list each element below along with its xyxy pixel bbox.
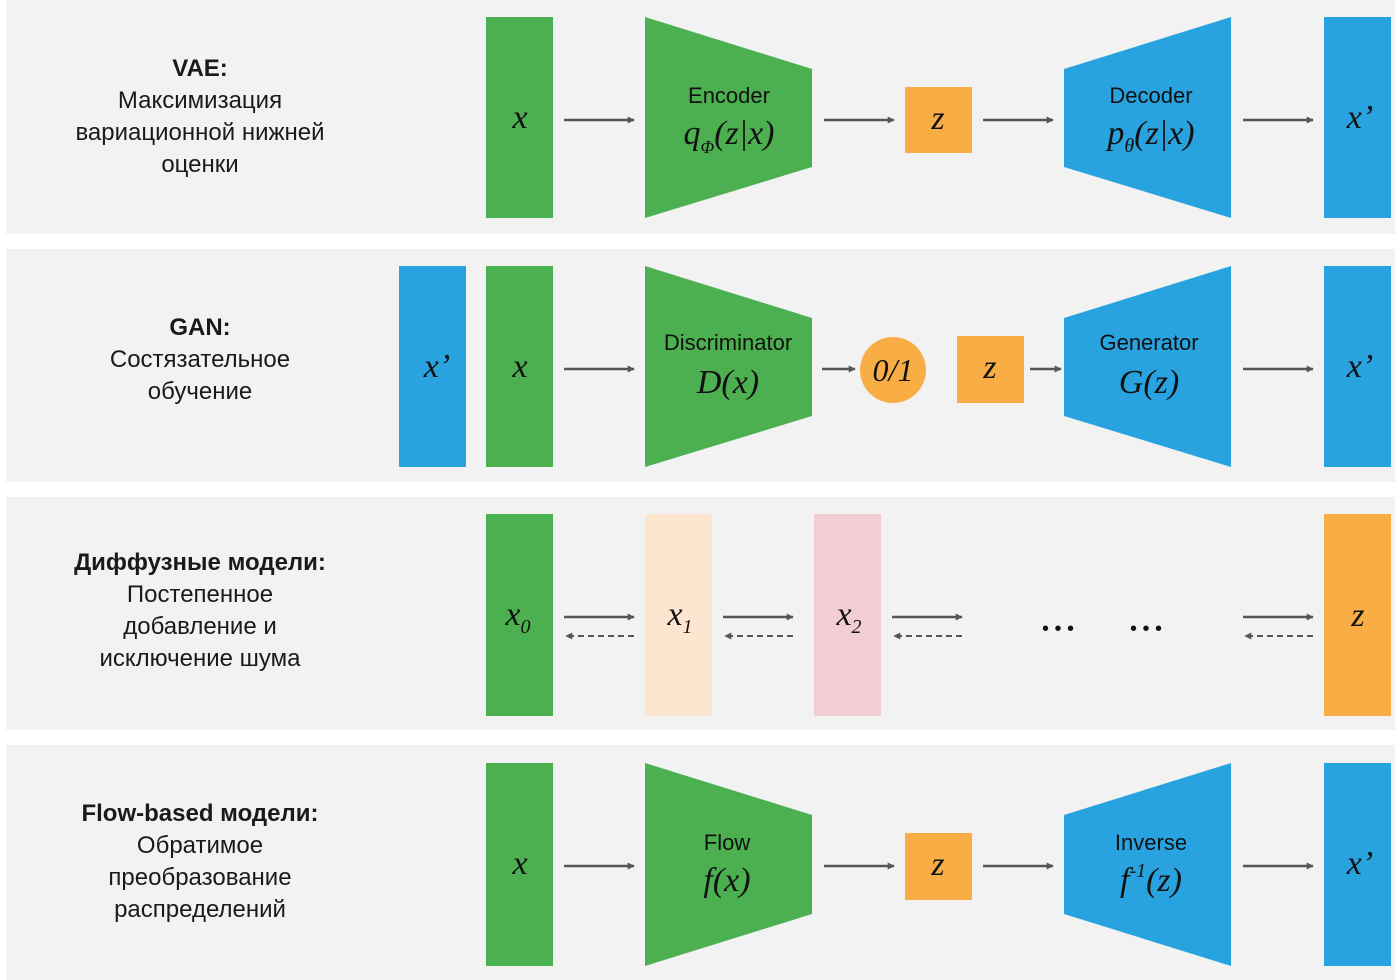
vae-input-x-label: x	[511, 99, 527, 136]
diffusion-x2-label: x2	[835, 596, 861, 638]
flow-latent-z-block	[905, 833, 972, 900]
gan-latent-z-block	[957, 336, 1024, 403]
flow-line-1: Обратимое	[136, 832, 264, 859]
vae-line-3: оценки	[161, 151, 239, 178]
vae-decoder-caption: Decoder	[1109, 83, 1192, 108]
diffusion-x0-label: x0	[504, 596, 530, 638]
vae-encoder-trapezoid	[645, 17, 812, 218]
diffusion-noise-z-block	[1324, 514, 1391, 716]
flow-inverse-caption: Inverse	[1115, 830, 1187, 855]
flow-inverse-formula: f-1(z)	[1120, 860, 1182, 899]
flow-input-x-label: x	[511, 845, 527, 882]
flow-transform-formula: f(x)	[703, 862, 750, 899]
flow-line-2: преобразование	[108, 864, 292, 891]
vae-output-x-prime-label: x’	[1346, 99, 1373, 136]
vae-description: VAE: Максимизация вариационной нижней оц…	[0, 53, 400, 181]
flow-transform-caption: Flow	[704, 830, 751, 855]
gan-line-2: обучение	[147, 378, 253, 405]
diffusion-x1-block	[645, 514, 712, 716]
gan-line-1: Состязательное	[109, 346, 291, 373]
vae-output-x-prime-block	[1324, 17, 1391, 218]
diffusion-x0-block	[486, 514, 553, 716]
gan-generator-caption: Generator	[1099, 330, 1198, 355]
gan-discriminator-caption: Discriminator	[664, 330, 792, 355]
diffusion-heading: Диффузные модели:	[74, 549, 326, 576]
vae-line-2: вариационной нижней	[75, 119, 325, 146]
gan-decision-label: 0/1	[873, 352, 914, 388]
gan-discriminator-formula: D(x)	[696, 364, 759, 401]
vae-input-x-block	[486, 17, 553, 218]
vae-latent-z-block	[905, 87, 972, 153]
diffusion-description: Диффузные модели: Постепенное добавление…	[0, 547, 400, 675]
gan-output-x-prime-label: x’	[1346, 348, 1373, 385]
gan-real-x-label: x	[511, 348, 527, 385]
gan-output-x-prime-block	[1324, 266, 1391, 467]
diffusion-x1-label: x1	[666, 596, 692, 638]
gan-fake-x-prime-block	[399, 266, 466, 467]
diffusion-line-1: Постепенное	[126, 581, 274, 608]
vae-heading: VAE:	[172, 55, 228, 82]
vae-encoder-caption: Encoder	[688, 83, 770, 108]
flow-line-3: распределений	[114, 896, 286, 923]
diffusion-line-3: исключение шума	[99, 645, 301, 672]
flow-output-x-prime-label: x’	[1346, 845, 1373, 882]
diffusion-ellipsis-2: • • •	[1130, 618, 1162, 640]
gan-discriminator-trapezoid	[645, 266, 812, 467]
vae-decoder-trapezoid	[1064, 17, 1231, 218]
gan-real-x-block	[486, 266, 553, 467]
flow-output-x-prime-block	[1324, 763, 1391, 966]
flow-transform-trapezoid	[645, 763, 812, 966]
flow-heading: Flow-based модели:	[81, 800, 319, 827]
gan-fake-x-prime-label: x’	[423, 348, 450, 385]
flow-input-x-block	[486, 763, 553, 966]
flow-latent-z-label: z	[930, 846, 944, 883]
diffusion-ellipsis-1: • • •	[1042, 618, 1074, 640]
gan-description: GAN: Состязательное обучение	[0, 312, 400, 408]
gan-decision-circle	[860, 337, 926, 403]
vae-line-1: Максимизация	[117, 87, 283, 114]
gan-heading: GAN:	[169, 314, 231, 341]
vae-latent-z-label: z	[930, 100, 944, 137]
flow-inverse-trapezoid	[1064, 763, 1231, 966]
gan-latent-z-label: z	[982, 349, 996, 386]
gan-generator-trapezoid	[1064, 266, 1231, 467]
gan-generator-formula: G(z)	[1119, 364, 1179, 401]
flow-description: Flow-based модели: Обратимое преобразова…	[0, 798, 400, 926]
diffusion-line-2: добавление и	[123, 613, 277, 640]
vae-decoder-formula: pθ(z|x)	[1105, 115, 1194, 157]
diffusion-x2-block	[814, 514, 881, 716]
diffusion-noise-z-label: z	[1350, 597, 1364, 634]
vae-encoder-formula: qΦ(z|x)	[683, 115, 774, 157]
